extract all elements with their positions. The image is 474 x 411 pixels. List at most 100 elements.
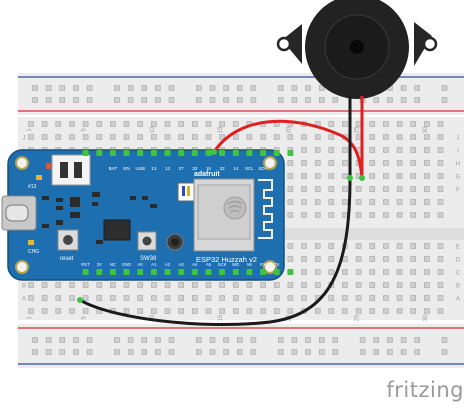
rail-hole [441,337,448,343]
pin-label: SCK [218,262,227,267]
breadboard-hole [437,134,444,140]
breadboard-hole [410,212,416,218]
breadboard-hole [96,121,103,127]
breadboard-hole [396,308,403,314]
rail-hole [141,337,147,343]
breadboard-hole [151,121,157,127]
mounting-hole [263,156,277,170]
header-pin [260,269,267,275]
breadboard-hole [328,173,335,179]
pin-label: A0 [138,262,144,267]
breadboard-hole [314,308,321,314]
rail-hole [196,85,202,91]
mounting-hole [15,156,29,170]
breadboard-hole [287,308,294,314]
breadboard-hole [369,199,376,205]
header-pin [273,150,280,156]
rail-hole [400,97,407,103]
header-pin [82,269,89,275]
breadboard-hole [314,173,321,179]
rail-hole [114,85,120,91]
breadboard-hole [219,308,225,314]
header-pin [287,150,294,156]
rail-hole [332,97,339,103]
breadboard-hole [328,269,335,275]
usb-chip [103,219,131,241]
breadboard-hole [424,269,430,275]
row-letter: C [456,271,461,277]
breadboard-hole [355,212,362,218]
rail-hole [237,97,243,103]
row-letter: E [456,245,460,251]
breadboard-hole [110,134,116,140]
row-letter: H [456,162,460,168]
breadboard-hole [151,282,157,288]
rail-hole [414,97,420,103]
breadboard-hole [383,186,389,192]
pin-label: RST [81,262,90,267]
breadboard-hole [314,282,321,288]
column-mark: 30 [423,314,429,321]
breadboard-hole [342,308,348,314]
rail-hole [141,85,147,91]
breadboard-hole [178,295,184,301]
column-mark: 10 [150,314,156,321]
rail-hole [277,97,284,103]
rail-hole [32,349,38,355]
row-letter: B [456,284,460,290]
breadboard-hole [301,295,307,301]
breadboard-hole [41,282,48,288]
breadboard-hole [273,134,280,140]
rail-hole [86,349,93,355]
breadboard-hole [164,282,171,288]
fritzing-watermark: fritzing [386,378,464,402]
breadboard-hole [151,295,157,301]
rail-hole [45,85,52,91]
header-pin [164,150,171,156]
breadboard-hole [192,308,198,314]
breadboard-hole [437,212,444,218]
breadboard-hole [301,199,307,205]
breadboard-hole [301,282,307,288]
rail-hole [318,85,325,91]
breadboard-hole [110,295,116,301]
breadboard-hole [55,295,62,301]
rail-hole [155,97,161,103]
rail-hole [127,349,134,355]
pin-label: MI [247,262,252,267]
column-mark: 15 [218,314,224,321]
breadboard-hole [301,147,307,153]
pin13-label: #13 [28,184,37,190]
breadboard-hole [314,269,321,275]
breadboard-hole [328,256,335,262]
header-pin [137,150,144,156]
rail-hole [277,337,284,343]
rail-hole [332,349,339,355]
pcb-antenna [258,179,273,239]
breadboard-hole [437,295,444,301]
rail-hole [59,337,66,343]
breadboard-hole [369,121,376,127]
breadboard-hole [123,121,130,127]
pin-label: 3V [97,262,102,267]
header-pin [273,269,280,275]
breadboard-hole [437,243,444,249]
rail-hole [209,97,216,103]
rail-hole [45,337,52,343]
header-pin [178,150,185,156]
rail-hole [141,97,147,103]
chg-label: CHG [28,249,39,255]
breadboard-hole [383,199,389,205]
breadboard-hole [41,308,48,314]
breadboard-hole [301,243,307,249]
rail-hole [209,337,216,343]
header-pin [82,150,89,156]
breadboard-hole [96,295,103,301]
breadboard-hole [301,186,307,192]
led-chg [28,240,34,245]
rail-hole [196,337,202,343]
